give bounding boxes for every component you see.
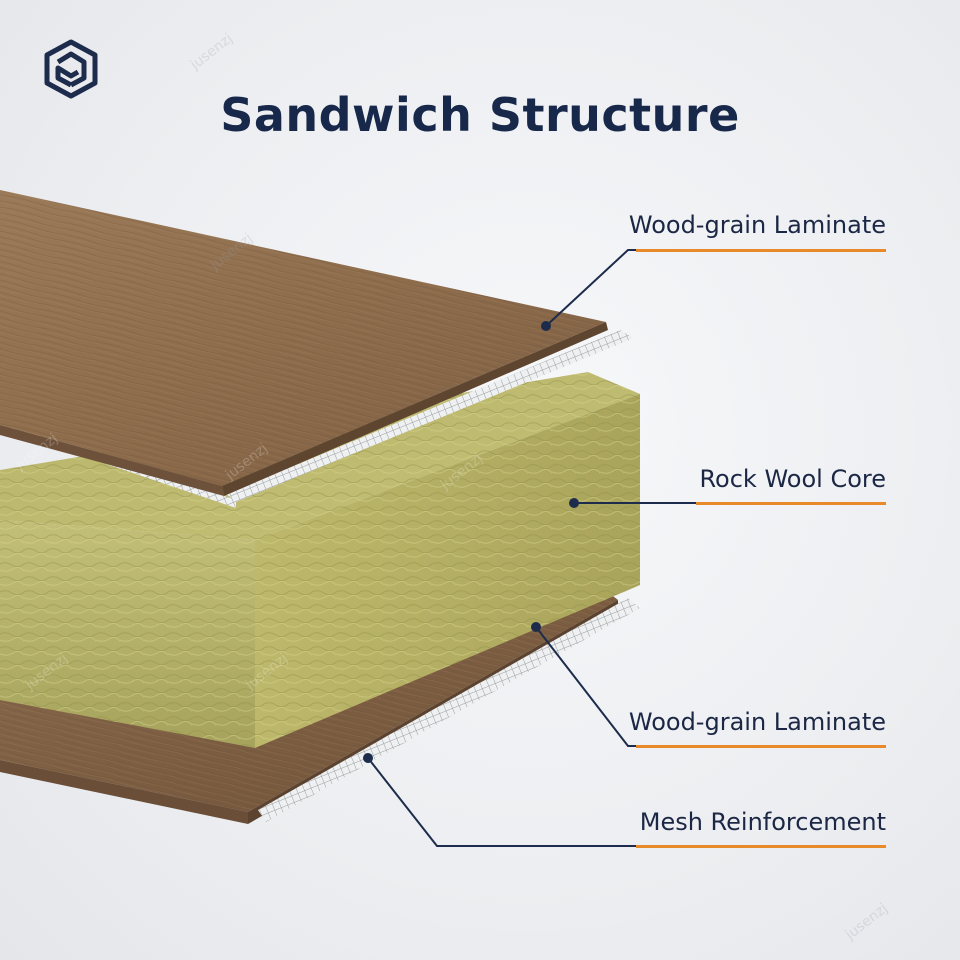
callout-underline-bottom-laminate	[636, 745, 886, 748]
bottom-mesh-layer	[258, 598, 640, 822]
leader-dot-rock-wool	[569, 498, 579, 508]
top-laminate-layer	[0, 190, 608, 496]
watermark-text: jusenzj	[187, 31, 236, 74]
callout-label-bottom-laminate: Wood-grain Laminate	[628, 708, 886, 736]
hexagon-house-logo-icon	[44, 39, 98, 99]
watermark-text: jusenzj	[842, 901, 891, 944]
leader-dot-top-laminate	[541, 321, 551, 331]
callout-label-mesh-reinforcement: Mesh Reinforcement	[639, 808, 886, 836]
leader-dot-bottom-laminate	[531, 622, 541, 632]
page-title: Sandwich Structure	[220, 88, 740, 142]
callout-underline-top-laminate	[636, 249, 886, 252]
callout-underline-rock-wool-core	[696, 502, 886, 505]
callout-underline-mesh-reinforcement	[636, 845, 886, 848]
callout-label-rock-wool-core: Rock Wool Core	[699, 465, 886, 493]
leader-dot-mesh	[363, 753, 373, 763]
callout-label-top-laminate: Wood-grain Laminate	[628, 211, 886, 239]
leader-line-top-laminate	[545, 249, 886, 327]
